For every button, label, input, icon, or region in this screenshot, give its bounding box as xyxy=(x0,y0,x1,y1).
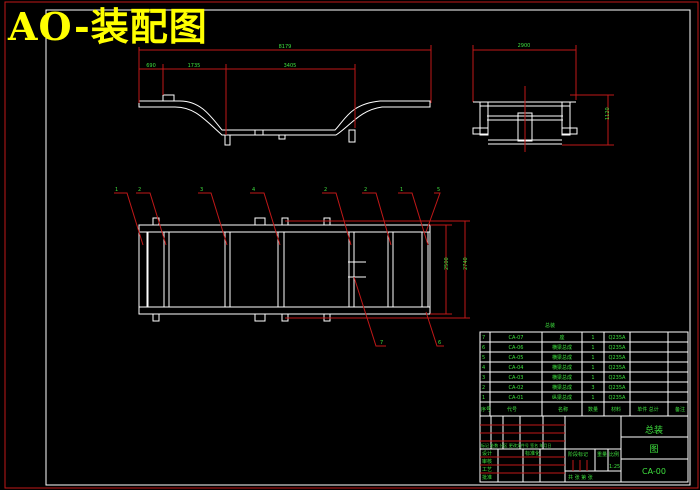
label-standard: 标准化 xyxy=(525,450,540,457)
dim-d1: 690 xyxy=(146,63,156,69)
callout-3: 3 xyxy=(200,187,203,193)
callout-6: 6 xyxy=(438,340,441,346)
callout-1: 1 xyxy=(115,187,118,193)
inner-frame xyxy=(45,9,691,486)
drawing-title: AO-装配图 xyxy=(8,4,208,49)
drawing-number: CA-00 xyxy=(642,467,666,476)
parts-row-code: CA-03 xyxy=(509,375,524,381)
label-weight: 重量 xyxy=(597,451,607,458)
dim-d2: 1735 xyxy=(188,63,201,69)
parts-row-material: Q235A xyxy=(609,365,626,371)
callout-5: 5 xyxy=(437,187,440,193)
parts-row-qty: 1 xyxy=(591,335,594,341)
parts-row-code: CA-01 xyxy=(509,395,524,401)
parts-row-no: 1 xyxy=(482,395,485,401)
parts-row-material: Q235A xyxy=(609,375,626,381)
end-view: 2900 1120 xyxy=(472,43,614,152)
callout-2b: 2 xyxy=(324,187,327,193)
parts-row-material: Q235A xyxy=(609,345,626,351)
revision-labels: 标记 处数 分区 更改文件号 签名 年月日 xyxy=(481,442,551,448)
label-design: 设计 xyxy=(482,450,492,457)
header-name: 名称 xyxy=(558,406,568,413)
parts-row-material: Q235A xyxy=(609,355,626,361)
callout-1b: 1 xyxy=(400,187,403,193)
parts-row-no: 5 xyxy=(482,355,485,361)
parts-row-no: 3 xyxy=(482,375,485,381)
dim-inner-width: 2500 xyxy=(444,257,450,270)
callout-2: 2 xyxy=(138,187,141,193)
label-stage: 阶段标记 xyxy=(568,451,588,458)
label-check: 审核 xyxy=(482,458,492,465)
parts-row-material: Q235A xyxy=(609,335,626,341)
label-sheet: 共 张 第 张 xyxy=(568,474,593,481)
dim-end-width: 2900 xyxy=(518,43,531,49)
parts-row-name: 纵梁总成 xyxy=(552,394,572,401)
side-view: 8179 690 1735 3405 xyxy=(138,44,432,146)
callout-7: 7 xyxy=(380,340,383,346)
plan-view: 2500 2740 1 2 3 4 2 2 1 5 7 6 xyxy=(114,187,470,347)
callout-4: 4 xyxy=(252,187,255,193)
parts-row-qty: 1 xyxy=(591,365,594,371)
parts-row-qty: 1 xyxy=(591,395,594,401)
label-process: 工艺 xyxy=(482,467,492,473)
parts-row-name: 横梁总成 xyxy=(552,374,572,381)
callout-2c: 2 xyxy=(364,187,367,193)
parts-row-no: 4 xyxy=(482,365,485,371)
parts-row-no: 2 xyxy=(482,385,485,391)
label-scale: 比例 xyxy=(609,451,619,458)
parts-row-name: 座 xyxy=(559,334,564,341)
outer-border xyxy=(4,1,699,489)
header-qty: 数量 xyxy=(588,406,598,413)
parts-row-name: 横梁总成 xyxy=(552,354,572,361)
header-remark: 备注 xyxy=(675,406,685,413)
parts-row-code: CA-04 xyxy=(509,365,524,371)
dim-outer-width: 2740 xyxy=(463,257,469,270)
parts-row-name: 横梁总成 xyxy=(552,384,572,391)
parts-row-no: 7 xyxy=(482,335,485,341)
parts-row-code: CA-02 xyxy=(509,385,524,391)
header-code: 代号 xyxy=(507,406,517,413)
scale-value: 1:25 xyxy=(609,464,620,470)
header-weight: 单件 总计 xyxy=(637,406,659,413)
dim-d3: 3405 xyxy=(284,63,297,69)
dim-overall-length: 8179 xyxy=(279,44,292,50)
parts-row-qty: 1 xyxy=(591,375,594,381)
parts-row-code: CA-06 xyxy=(509,345,524,351)
dim-end-height: 1120 xyxy=(605,107,611,120)
parts-row-material: Q235A xyxy=(609,385,626,391)
parts-row-no: 6 xyxy=(482,345,485,351)
parts-row-qty: 1 xyxy=(591,345,594,351)
parts-row-code: CA-07 xyxy=(509,335,524,341)
parts-list-heading: 总装 xyxy=(545,322,555,329)
parts-row-qty: 3 xyxy=(591,385,594,391)
drawing-name-2: 图 xyxy=(649,444,658,455)
parts-row-qty: 1 xyxy=(591,355,594,361)
header-no: 序号 xyxy=(481,406,491,413)
drawing-name: 总装 xyxy=(645,424,663,436)
parts-row-material: Q235A xyxy=(609,395,626,401)
header-material: 材料 xyxy=(611,406,621,413)
parts-row-name: 横梁总成 xyxy=(552,364,572,371)
title-block: 标记 处数 分区 更改文件号 签名 年月日 设计 审核 工艺 批准 标准化 阶段… xyxy=(479,415,689,483)
parts-row-name: 横梁总成 xyxy=(552,344,572,351)
parts-row-code: CA-05 xyxy=(509,355,524,361)
label-approve: 批准 xyxy=(482,474,492,481)
